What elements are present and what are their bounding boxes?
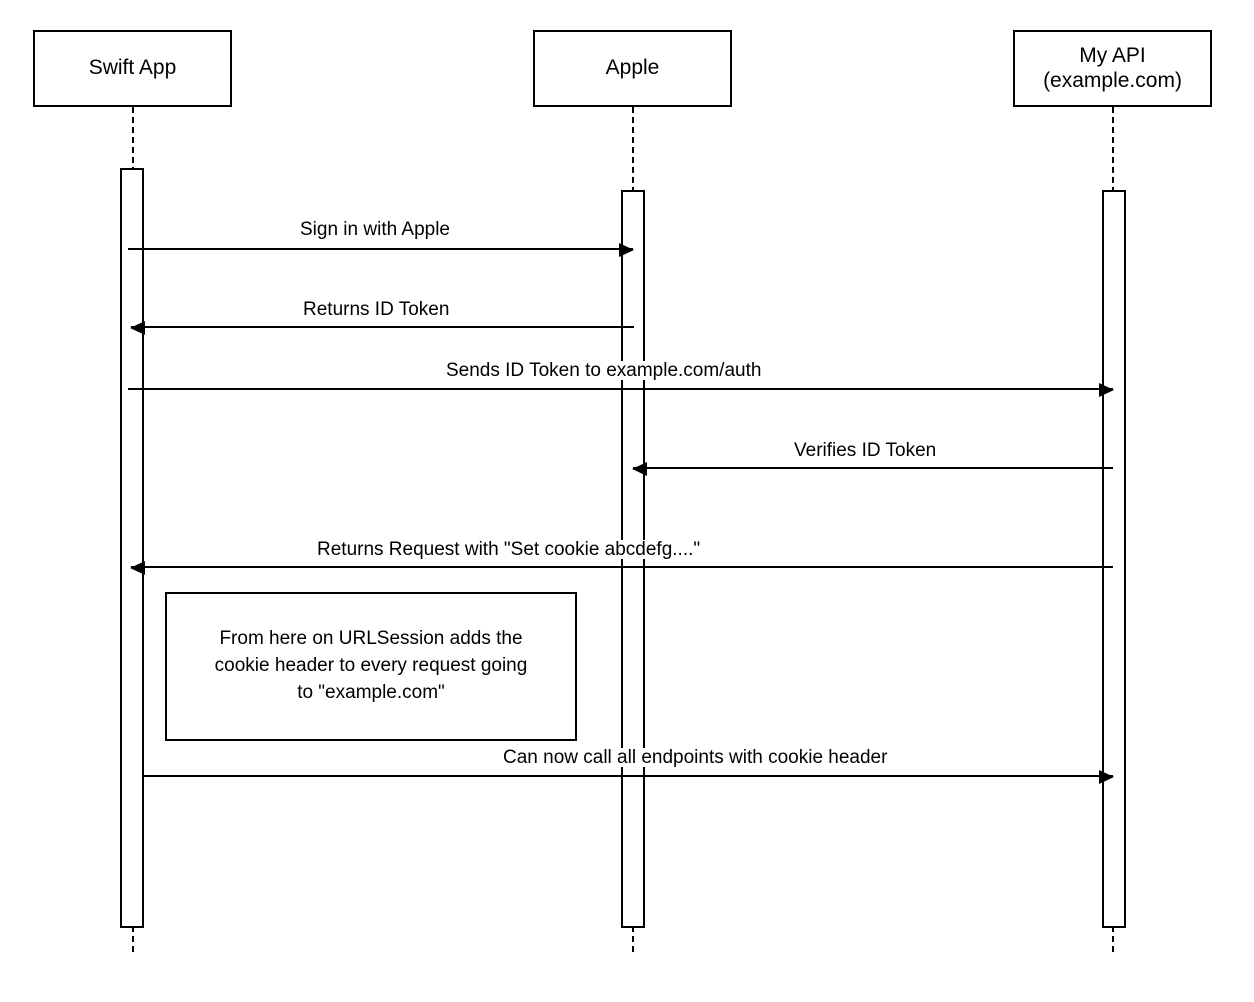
message-arrow-returns-request-set-cookie	[130, 561, 1113, 575]
arrowhead-left-icon	[632, 462, 647, 476]
note-urlsession-cookie-note: From here on URLSession adds the cookie …	[165, 592, 577, 741]
message-arrow-sign-in-with-apple	[128, 243, 634, 257]
arrowhead-right-icon	[1099, 383, 1114, 397]
participant-swift-app[interactable]: Swift App	[33, 30, 232, 107]
participant-apple[interactable]: Apple	[533, 30, 732, 107]
arrowhead-left-icon	[130, 561, 145, 575]
message-label-verifies-id-token: Verifies ID Token	[791, 441, 940, 460]
arrowhead-right-icon	[1099, 770, 1114, 784]
participant-my-api[interactable]: My API (example.com)	[1013, 30, 1212, 107]
message-arrow-call-all-endpoints-with-cookie	[144, 770, 1114, 784]
message-arrow-sends-id-token-to-auth	[128, 383, 1114, 397]
message-arrow-returns-id-token	[130, 321, 634, 335]
message-arrow-verifies-id-token	[632, 462, 1113, 476]
activation-bar-swift-app	[120, 168, 144, 928]
message-label-sign-in-with-apple: Sign in with Apple	[297, 220, 453, 239]
message-label-call-all-endpoints-with-cookie: Can now call all endpoints with cookie h…	[500, 748, 891, 767]
message-label-sends-id-token-to-auth: Sends ID Token to example.com/auth	[443, 361, 765, 380]
message-label-returns-request-set-cookie: Returns Request with "Set cookie abcdefg…	[314, 540, 704, 559]
arrowhead-right-icon	[619, 243, 634, 257]
message-label-returns-id-token: Returns ID Token	[300, 300, 453, 319]
activation-bar-my-api	[1102, 190, 1126, 928]
arrowhead-left-icon	[130, 321, 145, 335]
activation-bar-apple	[621, 190, 645, 928]
